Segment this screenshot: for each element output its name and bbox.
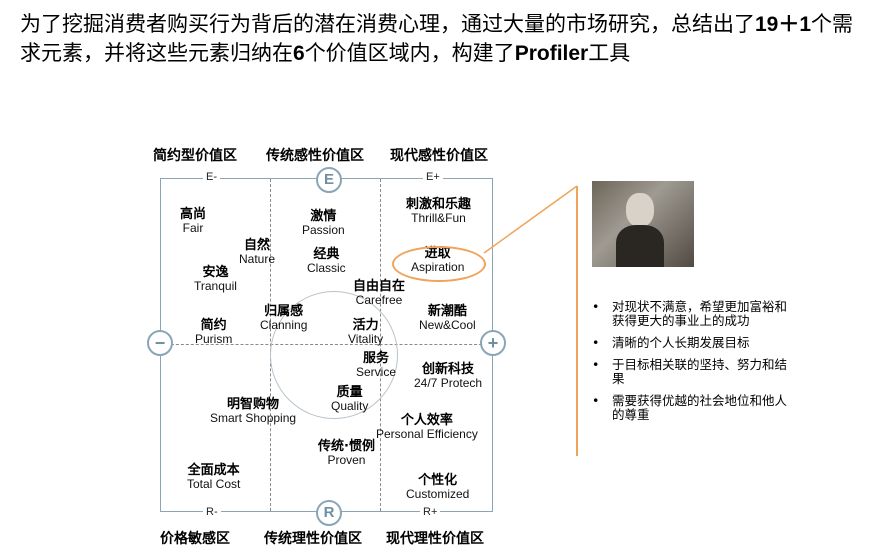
bullet-item: 清晰的个人长期发展目标	[588, 336, 788, 351]
region-modern-rational: 现代理性价值区	[386, 531, 484, 547]
title-text-2: 个需求元素，并将这些元素归纳在	[20, 12, 854, 65]
title-tool-name: Profiler	[514, 42, 589, 65]
title-text-4: 工具	[588, 41, 631, 65]
bullet-item: 对现状不满意，希望更加富裕和获得更大的事业上的成功	[588, 300, 788, 328]
region-price-sensitive: 价格敏感区	[160, 531, 230, 547]
callout-bracket	[576, 186, 578, 456]
axis-minus-marker: −	[147, 330, 173, 356]
photo-person-body	[616, 225, 664, 267]
axis-plus-marker: +	[480, 330, 506, 356]
region-traditional-emotional: 传统感性价值区	[266, 148, 364, 164]
region-modern-emotional: 现代感性价值区	[390, 148, 488, 164]
page-title: 为了挖掘消费者购买行为背后的潜在消费心理，通过大量的市场研究，总结出了19＋1个…	[20, 10, 870, 68]
axis-e-plus: E+	[423, 171, 443, 183]
region-traditional-rational: 传统理性价值区	[264, 531, 362, 547]
axis-r-plus: R+	[420, 506, 441, 518]
photo-person-face	[626, 193, 654, 227]
aspiration-bullet-list: 对现状不满意，希望更加富裕和获得更大的事业上的成功 清晰的个人长期发展目标 于目…	[588, 300, 788, 430]
title-number-region: 6	[293, 42, 305, 65]
aspiration-photo	[592, 181, 694, 267]
bullet-item: 于目标相关联的坚持、努力和结果	[588, 358, 788, 386]
title-text-1: 为了挖掘消费者购买行为背后的潜在消费心理，通过大量的市场研究，总结出了	[20, 12, 755, 36]
axis-e-minus: E-	[203, 171, 220, 183]
aspiration-highlight-ellipse	[392, 246, 486, 282]
axis-e-marker: E	[316, 167, 342, 193]
title-number-need: 19＋1	[755, 13, 812, 36]
center-circle	[270, 291, 398, 419]
title-text-3: 个价值区域内，构建了	[304, 41, 515, 65]
axis-r-marker: R	[316, 500, 342, 526]
bullet-item: 需要获得优越的社会地位和他人的尊重	[588, 394, 788, 422]
axis-r-minus: R-	[203, 506, 221, 518]
region-simple-value: 简约型价值区	[153, 148, 237, 164]
